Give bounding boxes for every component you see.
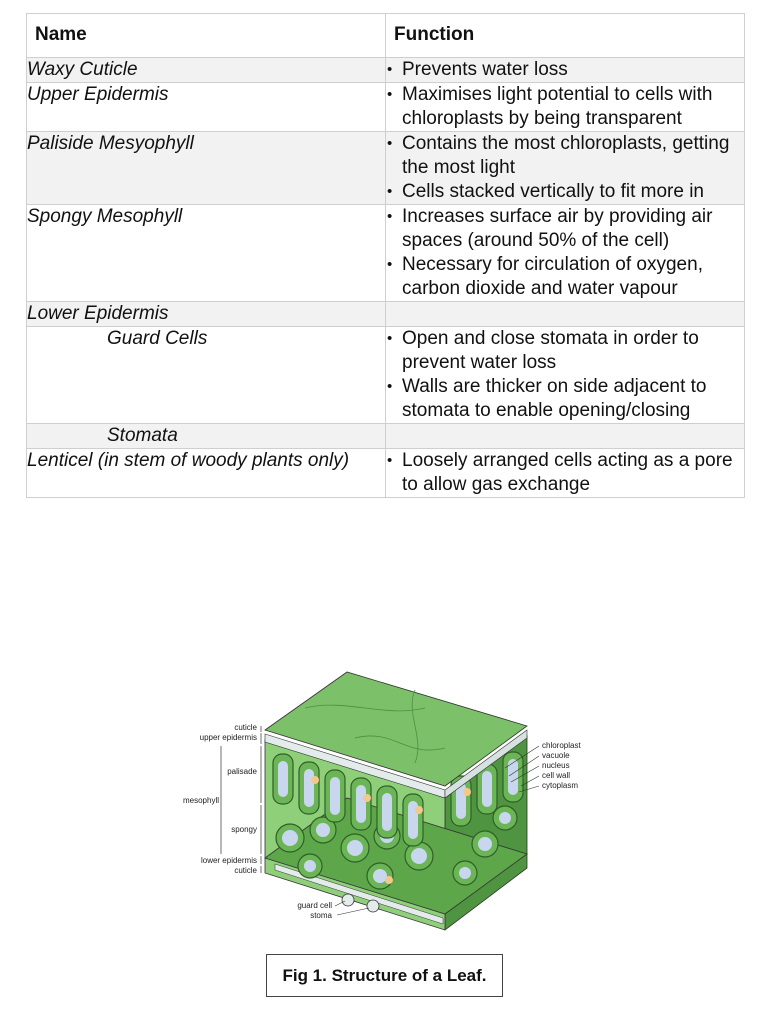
spongy-cells [275,805,518,890]
function-item: Maximises light potential to cells with … [386,83,744,131]
function-item: Necessary for circulation of oxygen, car… [386,253,744,301]
stoma-shape [366,899,380,913]
row-name: Lower Epidermis [26,301,386,327]
row-name: Upper Epidermis [26,82,386,132]
label-cell-wall: cell wall [542,771,570,780]
figure-caption: Fig 1. Structure of a Leaf. [266,954,503,997]
function-item: Open and close stomata in order to preve… [386,327,744,375]
table-header-row: Name Function [26,13,745,58]
table-row: Guard CellsOpen and close stomata in ord… [26,326,745,424]
row-name: Lenticel (in stem of woody plants only) [26,448,386,498]
row-name: Waxy Cuticle [26,57,386,83]
leaf-top-veins [304,689,446,764]
row-function: Contains the most chloroplasts, getting … [385,131,745,205]
guard-cell-shape [341,893,355,907]
label-nucleus: nucleus [542,761,570,770]
leaf-structure-table: Name Function Waxy CuticlePrevents water… [26,13,745,498]
upper-epidermis-side [444,729,528,799]
row-function: Open and close stomata in order to preve… [385,326,745,424]
row-function: Prevents water loss [385,57,745,83]
leaf-cross-section-diagram: cuticle upper epidermis mesophyll palisa… [183,671,581,931]
row-name: Guard Cells [26,326,386,424]
header-function: Function [385,13,745,58]
label-spongy: spongy [231,825,257,834]
function-item: Cells stacked vertically to fit more in [386,180,744,204]
label-chloroplast: chloroplast [542,741,581,750]
leaf-structure-figure: cuticle upper epidermis mesophyll palisa… [175,668,595,936]
label-stoma: stoma [310,911,332,920]
table-row: Spongy MesophyllIncreases surface air by… [26,204,745,302]
label-guard-cell: guard cell [297,901,332,910]
header-name: Name [26,13,386,58]
row-function [385,301,745,327]
row-name: Paliside Mesyophyll [26,131,386,205]
row-function: Loosely arranged cells acting as a pore … [385,448,745,498]
function-item: Prevents water loss [386,58,744,82]
table-row: Stomata [26,423,745,449]
function-item: Increases surface air by providing air s… [386,205,744,253]
lower-cuticle-strip [274,863,444,925]
label-cuticle-bottom: cuticle [234,866,257,875]
leaf-top-surface [264,671,528,787]
table-row: Lower Epidermis [26,301,745,327]
label-vacuole: vacuole [542,751,570,760]
function-list: Loosely arranged cells acting as a pore … [386,449,744,497]
row-name: Spongy Mesophyll [26,204,386,302]
table-row: Waxy CuticlePrevents water loss [26,57,745,83]
table-row: Lenticel (in stem of woody plants only)L… [26,448,745,498]
row-function: Increases surface air by providing air s… [385,204,745,302]
function-list: Open and close stomata in order to preve… [386,327,744,423]
label-upper-epidermis: upper epidermis [200,733,257,742]
function-item: Contains the most chloroplasts, getting … [386,132,744,180]
label-lower-epidermis: lower epidermis [201,856,257,865]
row-name: Stomata [26,423,386,449]
label-mesophyll: mesophyll [183,796,219,805]
label-palisade: palisade [227,767,257,776]
function-list: Maximises light potential to cells with … [386,83,744,131]
label-cytoplasm: cytoplasm [542,781,578,790]
label-cuticle-top: cuticle [234,723,257,732]
function-item: Walls are thicker on side adjacent to st… [386,375,744,423]
left-labels: cuticle upper epidermis mesophyll palisa… [183,723,370,920]
table-row: Upper EpidermisMaximises light potential… [26,82,745,132]
row-function [385,423,745,449]
function-list: Prevents water loss [386,58,744,82]
function-list: Contains the most chloroplasts, getting … [386,132,744,204]
row-function: Maximises light potential to cells with … [385,82,745,132]
function-list: Increases surface air by providing air s… [386,205,744,301]
table-row: Paliside MesyophyllContains the most chl… [26,131,745,205]
function-item: Loosely arranged cells acting as a pore … [386,449,744,497]
right-labels: chloroplast vacuole nucleus cell wall cy… [504,741,581,793]
palisade-cells [272,751,524,847]
